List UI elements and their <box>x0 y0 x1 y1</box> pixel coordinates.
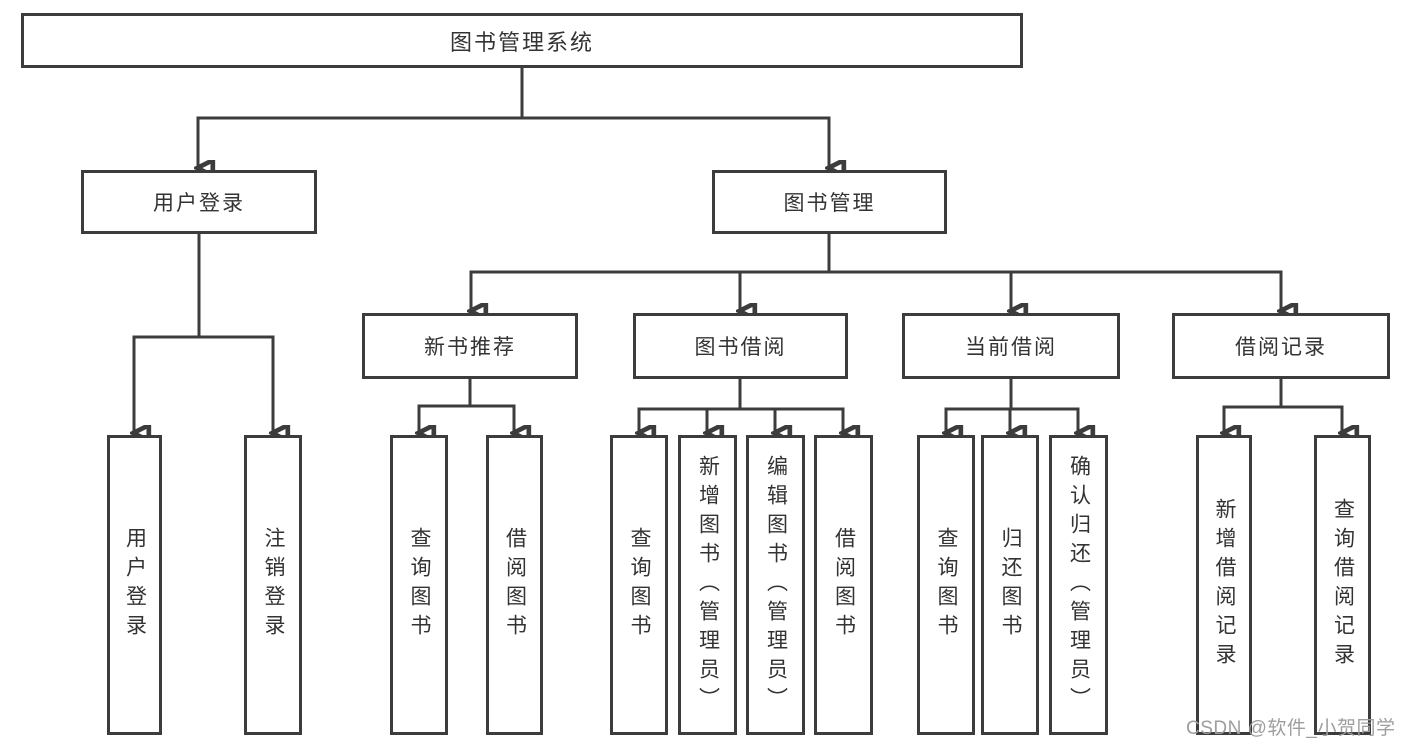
leaf-add-book-admin-label: 新增图书（管理员） <box>696 454 720 716</box>
leaf-query-books-borrow: 查询图书 <box>610 435 668 735</box>
leaf-borrow-books: 借阅图书 <box>814 435 873 735</box>
leaf-edit-book-admin-label: 编辑图书（管理员） <box>764 454 788 716</box>
leaf-query-books-borrow-label: 查询图书 <box>628 527 651 643</box>
node-root: 图书管理系统 <box>21 13 1023 68</box>
node-root-label: 图书管理系统 <box>449 29 594 55</box>
node-borrow-records: 借阅记录 <box>1172 313 1390 379</box>
connector-borrow-records-children <box>1224 379 1342 433</box>
leaf-confirm-return-admin-label: 确认归还（管理员） <box>1067 454 1091 716</box>
leaf-query-books-current: 查询图书 <box>917 435 975 735</box>
connector-book-management-children <box>471 234 1281 311</box>
leaf-return-book-label: 归还图书 <box>999 527 1022 643</box>
node-new-book-recommend: 新书推荐 <box>362 313 578 379</box>
leaf-query-borrow-record: 查询借阅记录 <box>1314 435 1371 735</box>
node-user-login-label: 用户登录 <box>153 192 245 215</box>
leaf-add-borrow-record: 新增借阅记录 <box>1196 435 1252 735</box>
leaf-query-books-recommend: 查询图书 <box>390 435 448 735</box>
node-book-management: 图书管理 <box>712 170 947 234</box>
connector-new-book-recommend-children <box>419 379 514 433</box>
leaf-user-login: 用户登录 <box>107 435 162 735</box>
leaf-edit-book-admin: 编辑图书（管理员） <box>746 435 805 735</box>
connector-book-borrow-children <box>639 379 843 433</box>
leaf-return-book: 归还图书 <box>981 435 1039 735</box>
csdn-watermark: CSDN @软件_小贺同学 <box>1186 718 1396 739</box>
connector-user-login-children <box>134 234 273 433</box>
leaf-confirm-return-admin: 确认归还（管理员） <box>1049 435 1108 735</box>
node-current-borrow-label: 当前借阅 <box>965 336 1057 359</box>
leaf-borrow-books-recommend: 借阅图书 <box>486 435 543 735</box>
leaf-borrow-books-recommend-label: 借阅图书 <box>503 527 527 643</box>
connector-current-borrow-children <box>946 379 1078 433</box>
node-book-borrow-label: 图书借阅 <box>694 336 787 359</box>
leaf-logout-label: 注销登录 <box>262 527 285 643</box>
leaf-add-book-admin: 新增图书（管理员） <box>678 435 737 735</box>
node-new-book-recommend-label: 新书推荐 <box>424 336 516 359</box>
leaf-query-books-recommend-label: 查询图书 <box>408 527 431 643</box>
leaf-query-books-current-label: 查询图书 <box>935 527 958 643</box>
leaf-logout: 注销登录 <box>244 435 302 735</box>
leaf-query-borrow-record-label: 查询借阅记录 <box>1331 498 1355 672</box>
node-user-login: 用户登录 <box>81 170 317 234</box>
leaf-borrow-books-label: 借阅图书 <box>832 527 856 643</box>
connector-root-to-level2 <box>198 68 829 168</box>
node-book-management-label: 图书管理 <box>783 192 876 215</box>
leaf-add-borrow-record-label: 新增借阅记录 <box>1213 498 1236 672</box>
leaf-user-login-label: 用户登录 <box>123 527 147 643</box>
node-book-borrow: 图书借阅 <box>633 313 848 379</box>
node-current-borrow: 当前借阅 <box>902 313 1120 379</box>
node-borrow-records-label: 借阅记录 <box>1235 336 1327 359</box>
